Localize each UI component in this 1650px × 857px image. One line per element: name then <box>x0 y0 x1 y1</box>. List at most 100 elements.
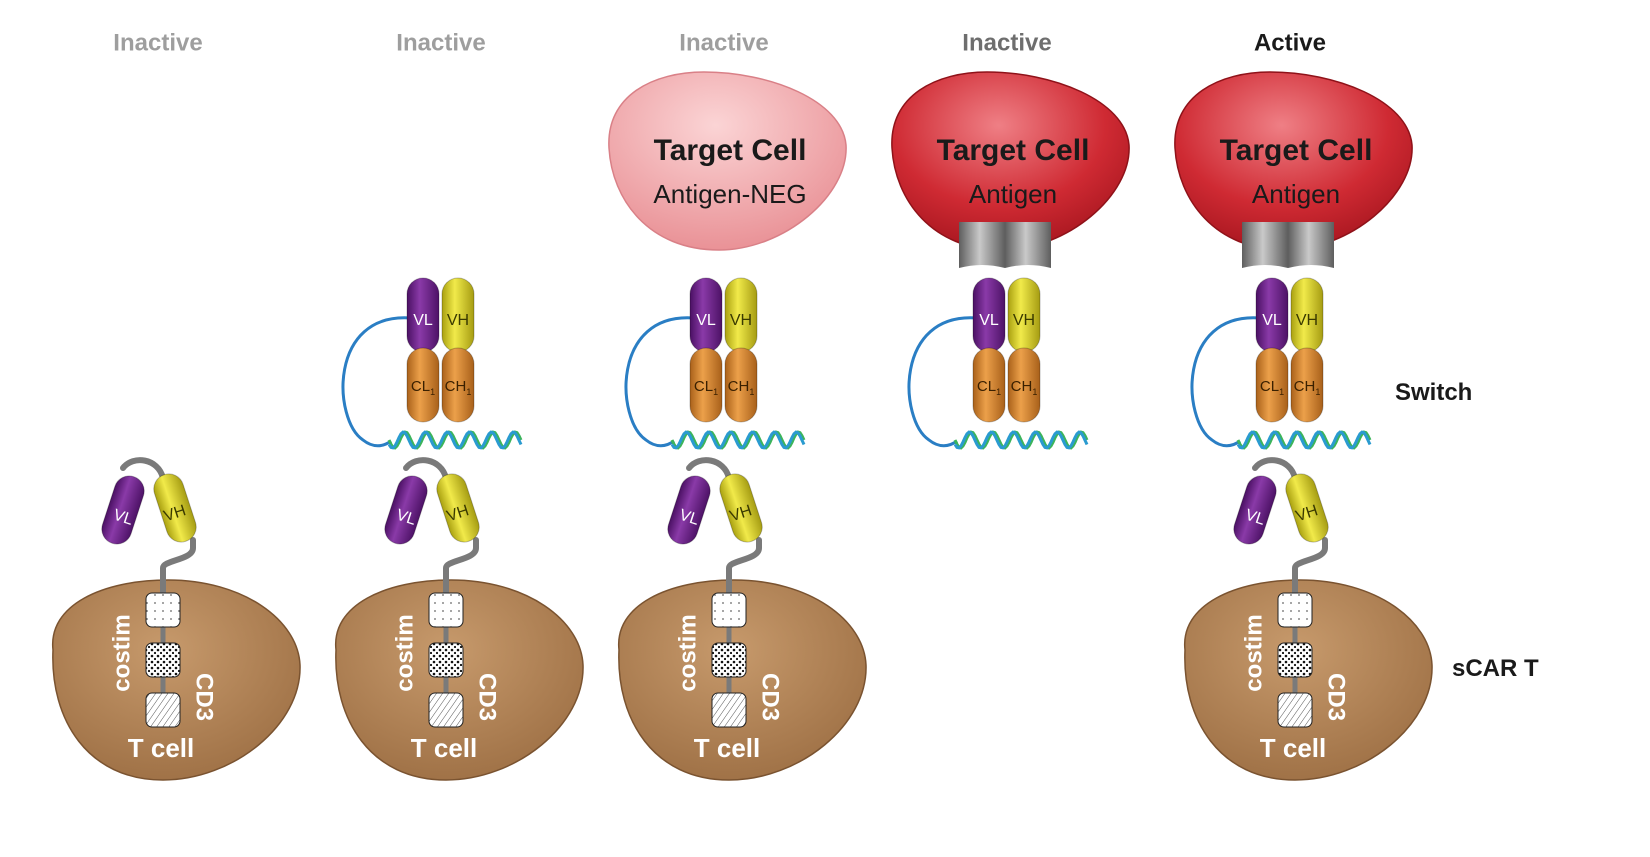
helix-strand-green <box>670 430 806 450</box>
state-label: Active <box>1254 29 1326 56</box>
car-hinge <box>726 537 762 603</box>
tcell-body <box>1184 579 1433 781</box>
target-cell-body <box>1174 71 1413 251</box>
tcell-body <box>52 579 301 781</box>
car-vl-domain <box>384 475 428 545</box>
costim-label: costim <box>108 614 135 691</box>
vh-label: VH <box>1013 312 1035 329</box>
antigen-right <box>1288 222 1334 268</box>
vl-label: VL <box>979 312 999 329</box>
car-vl-label: VL <box>111 507 135 529</box>
cd3-domain-upper <box>145 642 181 678</box>
cl1-domain <box>1255 347 1289 423</box>
ch1-label: CH1 <box>445 378 472 397</box>
state-label: Inactive <box>679 29 768 56</box>
target-cell-subtitle: Antigen-NEG <box>653 179 806 209</box>
tcell-label: T cell <box>1260 733 1326 763</box>
target-cell-body <box>891 71 1130 251</box>
switch-linker <box>624 316 695 448</box>
ch1-label-subscript: 1 <box>466 387 471 397</box>
ch1-label: CH1 <box>728 378 755 397</box>
helix-strand-blue <box>953 430 1089 450</box>
vh-label: VH <box>730 312 752 329</box>
cd3-domain-upper <box>428 642 464 678</box>
vl-label: VL <box>413 312 433 329</box>
target-cell-title: Target Cell <box>654 134 807 167</box>
cl1-label-subscript: 1 <box>713 387 718 397</box>
tcell-body <box>335 579 584 781</box>
costim-domain <box>711 592 747 628</box>
ch1-label-main: CH <box>1294 378 1316 395</box>
ch1-label: CH1 <box>1294 378 1321 397</box>
car-vl-domain <box>667 475 711 545</box>
car-vl-domain <box>1233 475 1277 545</box>
cd3-domain-upper <box>711 642 747 678</box>
car-vh-label: VH <box>1294 502 1320 525</box>
ch1-label-subscript: 1 <box>1315 387 1320 397</box>
costim-domain <box>1277 592 1313 628</box>
cl1-label-subscript: 1 <box>430 387 435 397</box>
ch1-label-subscript: 1 <box>749 387 754 397</box>
antigen <box>959 222 1051 272</box>
ch1-label-main: CH <box>728 378 750 395</box>
cd3-domain-lower <box>711 692 747 728</box>
vh-label: VH <box>1296 312 1318 329</box>
car-vh-label: VH <box>728 502 754 525</box>
helix-strand-blue <box>670 430 806 450</box>
car-vh-label: VH <box>162 502 188 525</box>
ch1-label-main: CH <box>1011 378 1033 395</box>
cl1-label: CL1 <box>411 378 435 397</box>
switch-molecule: VL VH CL1 CH1 <box>907 277 1089 450</box>
state-label: Inactive <box>962 29 1051 56</box>
scfv-linker <box>403 457 449 481</box>
car-vh-domain <box>153 473 197 543</box>
antigen-edge <box>1242 265 1334 272</box>
cd3-label: CD3 <box>191 673 218 721</box>
ch1-label-subscript: 1 <box>1032 387 1037 397</box>
target-cell-title: Target Cell <box>1220 134 1373 167</box>
target-cell-title: Target Cell <box>937 134 1090 167</box>
car-vh-domain <box>436 473 480 543</box>
cl1-label-subscript: 1 <box>1279 387 1284 397</box>
cd3-domain-lower <box>145 692 181 728</box>
costim-domain <box>145 592 181 628</box>
cd3-label: CD3 <box>1323 673 1350 721</box>
switch-linker <box>907 316 978 448</box>
tcell-label: T cell <box>411 733 477 763</box>
ch1-domain <box>1290 347 1324 423</box>
antigen-left <box>959 222 1005 268</box>
scar-t-row-label: sCAR T <box>1452 655 1539 682</box>
scfv-linker <box>120 457 166 481</box>
cl1-label: CL1 <box>977 378 1001 397</box>
helix-strand-green <box>1236 430 1372 450</box>
helix-strand-green <box>953 430 1089 450</box>
cl1-label: CL1 <box>694 378 718 397</box>
switch-linker <box>1190 316 1261 448</box>
car-vl-label: VL <box>394 507 418 529</box>
vh-label: VH <box>447 312 469 329</box>
target-cell-body <box>608 71 847 251</box>
ch1-domain <box>441 347 475 423</box>
cl1-label-main: CL <box>977 378 996 395</box>
vl-label: VL <box>696 312 716 329</box>
cl1-label-main: CL <box>411 378 430 395</box>
state-label: Inactive <box>396 29 485 56</box>
ch1-domain <box>724 347 758 423</box>
car-hinge <box>160 537 196 603</box>
costim-label: costim <box>391 614 418 691</box>
cl1-label-main: CL <box>1260 378 1279 395</box>
target-cell-subtitle: Antigen <box>969 179 1057 209</box>
tcell-label: T cell <box>128 733 194 763</box>
antigen-edge <box>959 265 1051 272</box>
switch-linker <box>341 316 412 448</box>
